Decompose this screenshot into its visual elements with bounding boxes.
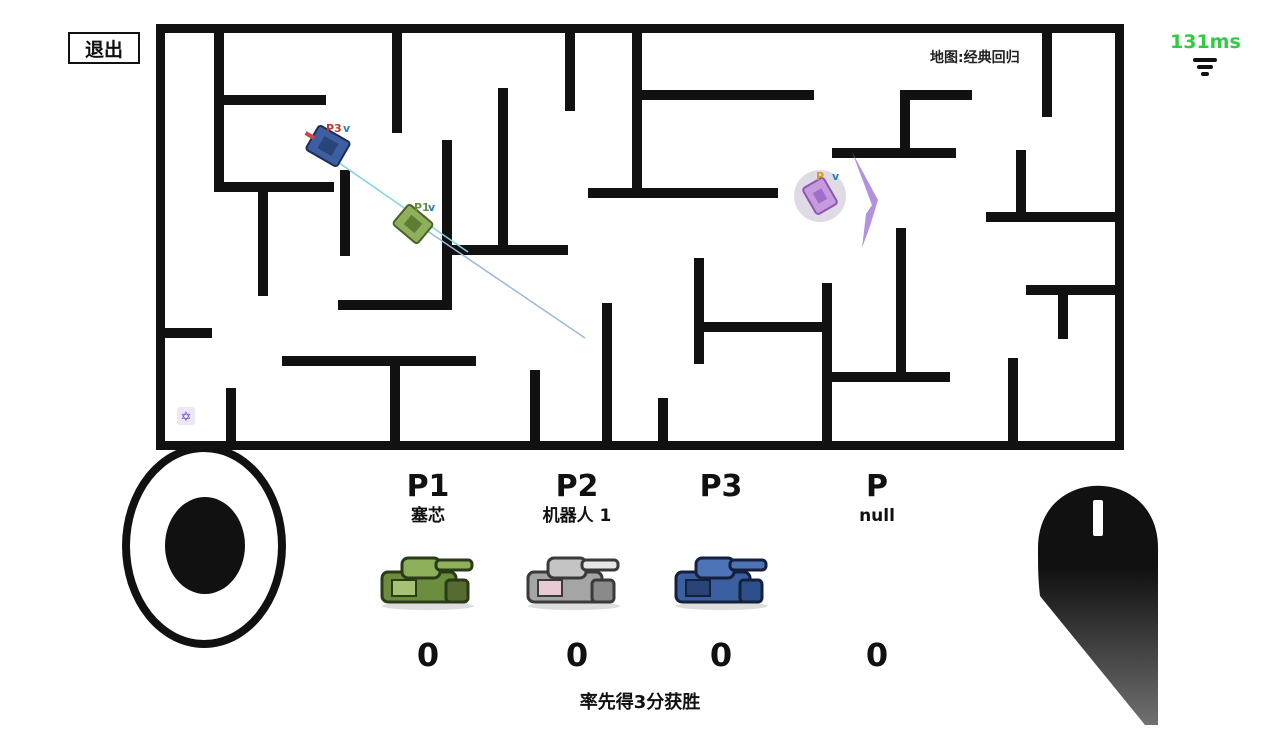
slash-effect [852,152,878,248]
tank-p1 [392,203,434,245]
wifi-icon [1193,58,1217,76]
player-card-p4: P null [812,470,942,528]
aim-line-p3 [331,157,469,253]
score-p2: 0 [565,636,589,674]
svg-text:v: v [428,201,436,214]
player-id: P1 [406,469,450,504]
score-p1: 0 [416,636,440,674]
network-status: 131ms [1170,30,1241,78]
player-card-p2: P2 机器人 1 [512,470,642,528]
tank-portrait-p3 [674,556,768,610]
fire-indicator [1093,500,1103,536]
player-id: P [866,469,888,504]
fire-button[interactable] [1030,470,1166,740]
movement-joystick[interactable] [122,444,286,648]
tag-p1: P1 [414,201,430,214]
tank-p4 [802,177,838,215]
tank-p3 [304,124,351,168]
score-p3: 0 [709,636,733,674]
aim-line-p1 [419,225,586,339]
tag-p4: P [816,170,824,183]
tank-portrait-p1 [380,556,474,610]
score-p4: 0 [865,636,889,674]
player-name: 塞芯 [411,506,445,526]
tank-portrait-p2 [526,556,620,610]
player-name: 机器人 1 [542,506,612,526]
exit-button[interactable]: 退出 [68,32,140,64]
ping-readout: 131ms [1170,31,1241,53]
player-card-p1: P1 塞芯 [363,470,493,528]
player-name: null [859,506,895,526]
svg-text:v: v [832,170,840,183]
tag-p3: P3 [326,122,342,135]
svg-text:v: v [343,122,351,135]
map-name-label: 地图:经典回归 [930,50,1020,66]
svg-text:✡: ✡ [181,410,192,425]
maze-arena: P3 v P1 v P v ✡ [156,24,1124,450]
win-condition-text: 率先得3分获胜 [579,692,701,713]
joystick-knob[interactable] [165,497,245,594]
star-powerup-icon: ✡ [177,407,195,425]
player-id: P3 [699,469,743,504]
player-id: P2 [555,469,599,504]
maze-walls [156,24,1124,450]
player-card-p3: P3 [656,470,786,504]
